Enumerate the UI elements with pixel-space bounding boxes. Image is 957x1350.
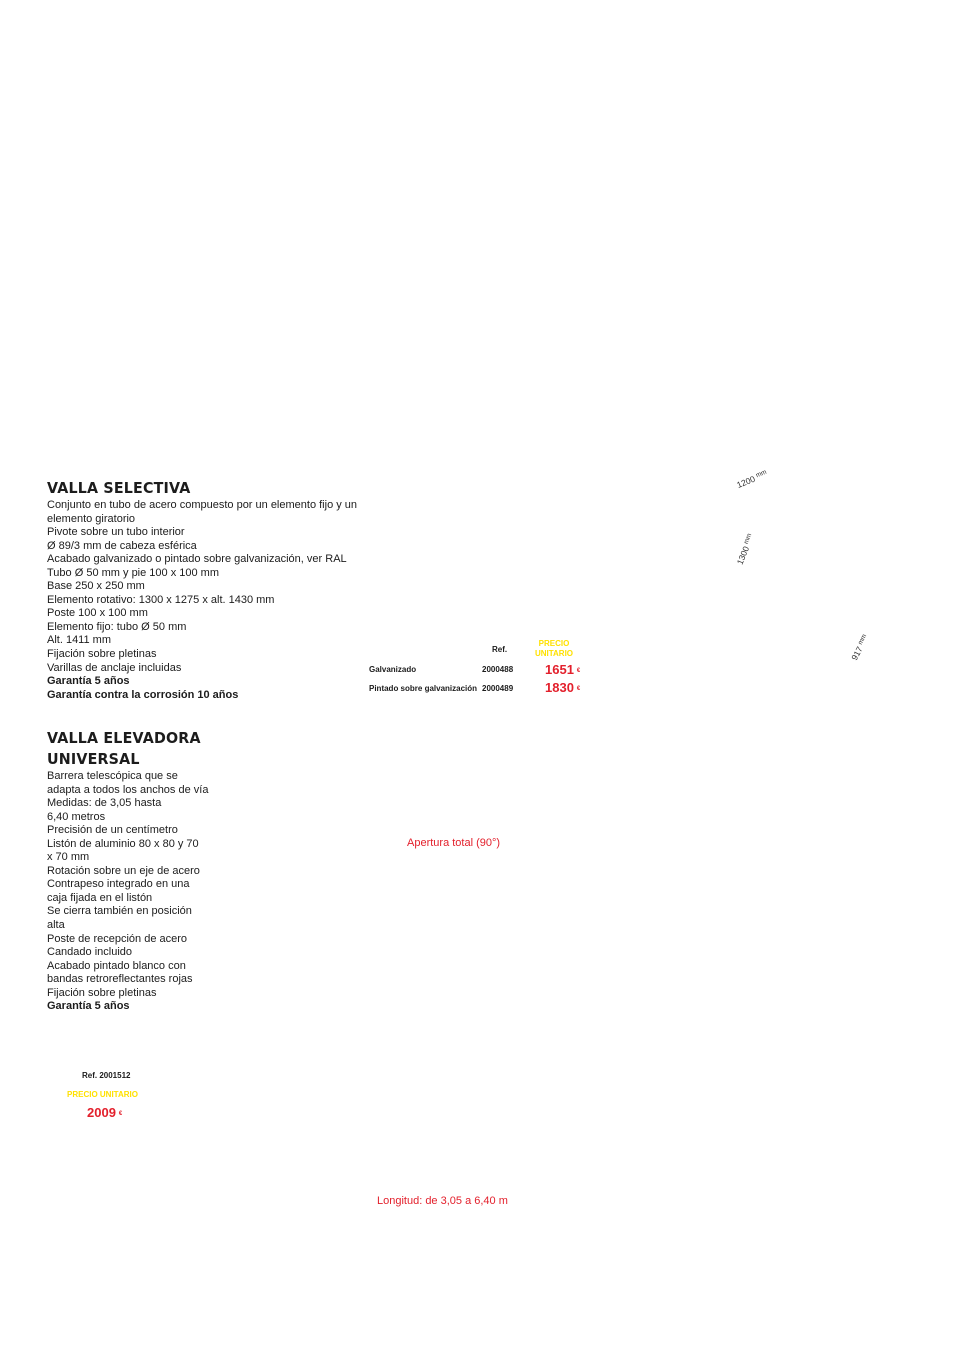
warranty-line: Garantía 5 años xyxy=(47,1000,130,1013)
description-line: Barrera telescópica que se xyxy=(47,770,178,782)
description-line: Base 250 x 250 mm xyxy=(47,580,145,593)
currency-symbol: € xyxy=(576,667,581,674)
price-header-line: UNITARIO xyxy=(534,649,574,658)
valla-elevadora-title-line1: VALLA ELEVADORA xyxy=(47,729,201,747)
ref-pintado: 2000489 xyxy=(482,684,514,693)
description-line: 6,40 metros xyxy=(47,810,106,823)
valla-selectiva-title: VALLA SELECTIVA xyxy=(47,479,191,497)
description-line: Contrapeso integrado en una xyxy=(47,878,190,891)
currency-symbol: € xyxy=(118,1110,123,1117)
price-galvanizado: 1651€ xyxy=(545,662,580,677)
description-line: Listón de aluminio 80 x 80 y 70 xyxy=(47,837,199,850)
description-line: Poste de recepción de acero xyxy=(47,932,188,945)
valla-elevadora-title-line2: UNIVERSAL xyxy=(47,750,140,768)
description-line: Se cierra también en posición xyxy=(47,905,192,918)
description-line: Alt. 1411 mm xyxy=(47,634,111,647)
elevadora-price: 2009€ xyxy=(87,1105,122,1120)
dimension-1300: 1300 mm xyxy=(734,532,754,566)
description-line: Conjunto en tubo de acero compuesto por … xyxy=(47,499,358,511)
currency-symbol: € xyxy=(576,685,581,692)
longitud-caption: Longitud: de 3,05 a 6,40 m xyxy=(377,1195,508,1207)
warranty-line: Garantía 5 años xyxy=(47,675,130,688)
valla-selectiva-description: Conjunto en tubo de acero compuesto por … xyxy=(47,499,357,702)
ref-column-header: Ref. xyxy=(492,645,508,654)
description-line: Medidas: de 3,05 hasta xyxy=(47,797,162,810)
description-line: Fijación sobre pletinas xyxy=(47,648,157,661)
description-line: Tubo Ø 50 mm y pie 100 x 100 mm xyxy=(47,566,219,579)
price-value: 1830 xyxy=(545,680,574,695)
description-line: Rotación sobre un eje de acero xyxy=(47,864,200,877)
elevadora-ref: Ref. 2001512 xyxy=(82,1071,131,1080)
description-line: elemento giratorio xyxy=(47,512,136,525)
description-line: alta xyxy=(47,919,65,932)
corrosion-warranty-line: Garantía contra la corrosión 10 años xyxy=(47,688,239,701)
description-line: Poste 100 x 100 mm xyxy=(47,607,148,620)
price-pintado: 1830€ xyxy=(545,680,580,695)
description-line: Acabado pintado blanco con xyxy=(47,959,186,972)
price-value: 1651 xyxy=(545,662,574,677)
description-line: Ø 89/3 mm de cabeza esférica xyxy=(47,539,197,552)
ref-galvanizado: 2000488 xyxy=(482,665,514,674)
valla-elevadora-description: Barrera telescópica que se adapta a todo… xyxy=(47,770,208,1014)
description-line: Varillas de anclaje incluidas xyxy=(47,661,182,674)
price-header-line: PRECIO xyxy=(538,639,570,648)
description-line: Pivote sobre un tubo interior xyxy=(47,526,185,539)
description-line: caja fijada en el listón xyxy=(47,891,153,904)
description-line: Precisión de un centímetro xyxy=(47,824,178,837)
description-line: Fijación sobre pletinas xyxy=(47,986,157,999)
description-line: adapta a todos los anchos de vía xyxy=(47,783,209,796)
apertura-caption: Apertura total (90°) xyxy=(407,837,501,849)
description-line: bandas retroreflectantes rojas xyxy=(47,973,193,986)
description-line: Elemento fijo: tubo Ø 50 mm xyxy=(47,620,187,633)
description-line: Acabado galvanizado o pintado sobre galv… xyxy=(47,553,347,566)
dimension-917: 917 mm xyxy=(849,633,869,662)
finish-pintado: Pintado sobre galvanización xyxy=(369,684,478,693)
price-column-header: PRECIO UNITARIO xyxy=(530,639,578,659)
price-value: 2009 xyxy=(87,1105,116,1120)
description-line: x 70 mm xyxy=(47,851,90,864)
dimension-1200: 1200 mm xyxy=(735,468,768,490)
elevadora-price-label: PRECIO UNITARIO xyxy=(67,1090,138,1099)
description-line: Elemento rotativo: 1300 x 1275 x alt. 14… xyxy=(47,593,275,606)
finish-galvanizado: Galvanizado xyxy=(369,665,417,674)
description-line: Candado incluido xyxy=(47,946,133,959)
